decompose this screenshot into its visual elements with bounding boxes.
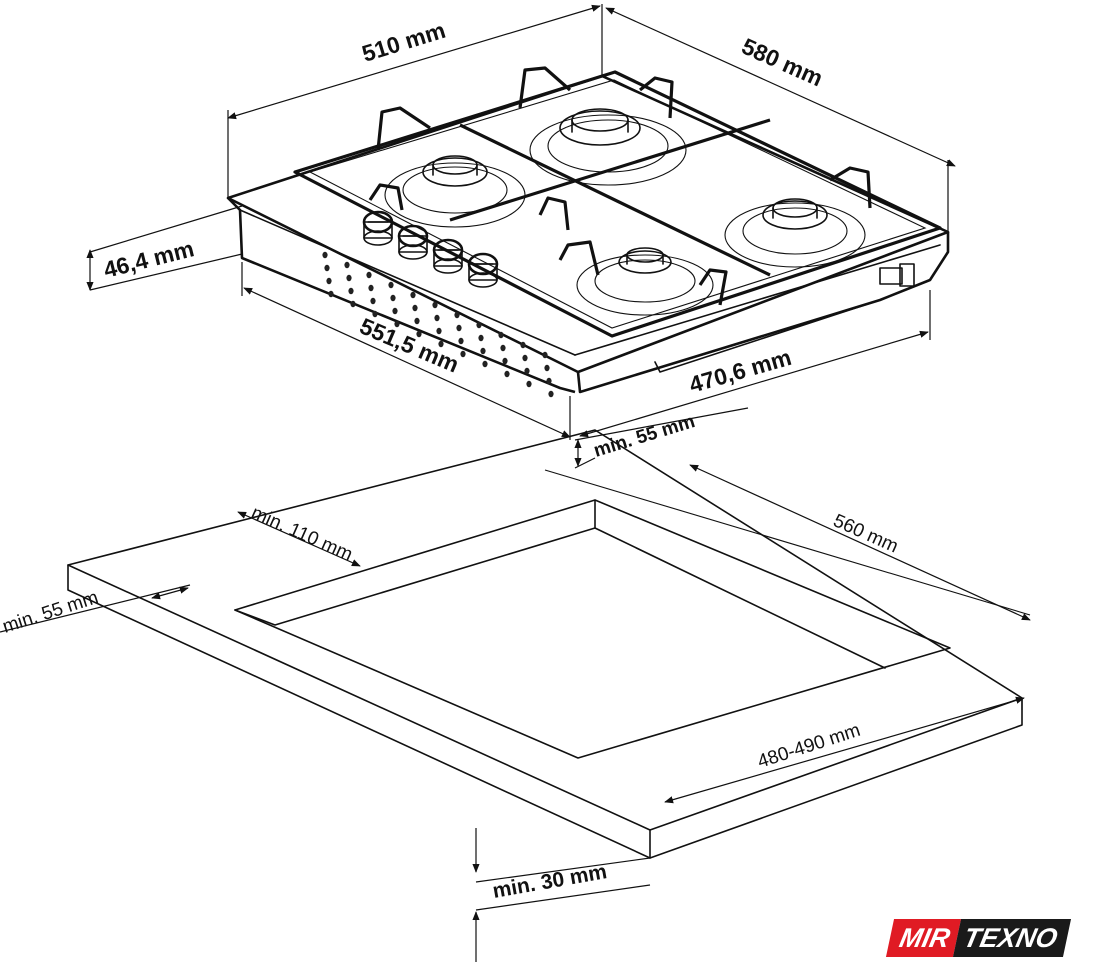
vent-hole	[370, 297, 376, 305]
hob-dimensions	[86, 4, 956, 440]
vent-hole	[498, 331, 504, 339]
knob-icon	[432, 238, 464, 274]
vent-hole	[500, 344, 506, 352]
vent-hole	[390, 294, 396, 302]
burner-icon	[762, 200, 828, 230]
vent-hole	[478, 334, 484, 342]
vent-hole	[346, 274, 352, 282]
vent-hole	[548, 390, 554, 398]
vent-hole	[414, 317, 420, 325]
burner-icon	[422, 157, 488, 187]
label-min110: min. 110 mm	[248, 502, 356, 565]
vent-hole	[350, 300, 356, 308]
vent-holes	[322, 251, 554, 398]
vent-hole	[504, 370, 510, 378]
countertop	[67, 429, 1031, 859]
knob-icon	[362, 210, 394, 246]
vent-hole	[458, 337, 464, 345]
burner-back-right	[529, 108, 687, 186]
countertop-dimensions	[0, 407, 1031, 962]
label-510: 510 mm	[359, 17, 449, 67]
vent-hole	[322, 251, 328, 259]
label-560: 560 mm	[830, 510, 901, 557]
gas-connector	[879, 263, 915, 287]
label-min55-side: min. 55 mm	[0, 587, 101, 638]
logo-texno: TEXNO	[952, 919, 1071, 957]
vent-hole	[476, 321, 482, 329]
hob	[226, 66, 950, 398]
vent-hole	[412, 304, 418, 312]
hob-top-plate	[226, 74, 950, 374]
vent-hole	[410, 291, 416, 299]
label-min55-back: min. 55 mm	[591, 411, 697, 462]
vent-hole	[432, 301, 438, 309]
vent-hole	[546, 377, 552, 385]
vent-hole	[456, 324, 462, 332]
vent-hole	[366, 271, 372, 279]
vent-hole	[324, 264, 330, 272]
vent-hole	[522, 354, 528, 362]
vent-hole	[328, 290, 334, 298]
label-580: 580 mm	[738, 33, 827, 92]
cutout	[234, 499, 951, 759]
label-480-490: 480-490 mm	[755, 720, 863, 773]
label-min30: min. 30 mm	[491, 860, 609, 903]
brand-logo: MIR TEXNO	[885, 919, 1071, 957]
vent-hole	[434, 314, 440, 322]
vent-hole	[502, 357, 508, 365]
control-knobs	[362, 210, 499, 288]
vent-hole	[344, 261, 350, 269]
knob-icon	[467, 252, 499, 288]
label-551: 551,5 mm	[356, 313, 463, 378]
vent-hole	[436, 327, 442, 335]
dim-line-580	[605, 7, 956, 167]
burner-front-left	[576, 247, 714, 316]
countertop-top	[67, 429, 1023, 831]
vent-hole	[480, 347, 486, 355]
vent-hole	[542, 351, 548, 359]
vent-hole	[526, 380, 532, 388]
vent-hole	[348, 287, 354, 295]
vent-hole	[392, 307, 398, 315]
vent-hole	[520, 341, 526, 349]
burner-front-right	[724, 198, 866, 268]
logo-mir: MIR	[885, 919, 961, 957]
vent-hole	[524, 367, 530, 375]
vent-hole	[368, 284, 374, 292]
vent-hole	[454, 311, 460, 319]
vent-hole	[544, 364, 550, 372]
label-470: 470,6 mm	[686, 344, 794, 398]
knob-icon	[397, 224, 429, 260]
burner-icon	[618, 250, 672, 274]
vent-hole	[388, 281, 394, 289]
vent-hole	[326, 277, 332, 285]
dim-line-470	[579, 330, 929, 438]
dim-line-510	[227, 4, 601, 120]
vent-hole	[482, 360, 488, 368]
burner-back-left	[384, 155, 526, 228]
dim-line-551	[243, 287, 571, 438]
